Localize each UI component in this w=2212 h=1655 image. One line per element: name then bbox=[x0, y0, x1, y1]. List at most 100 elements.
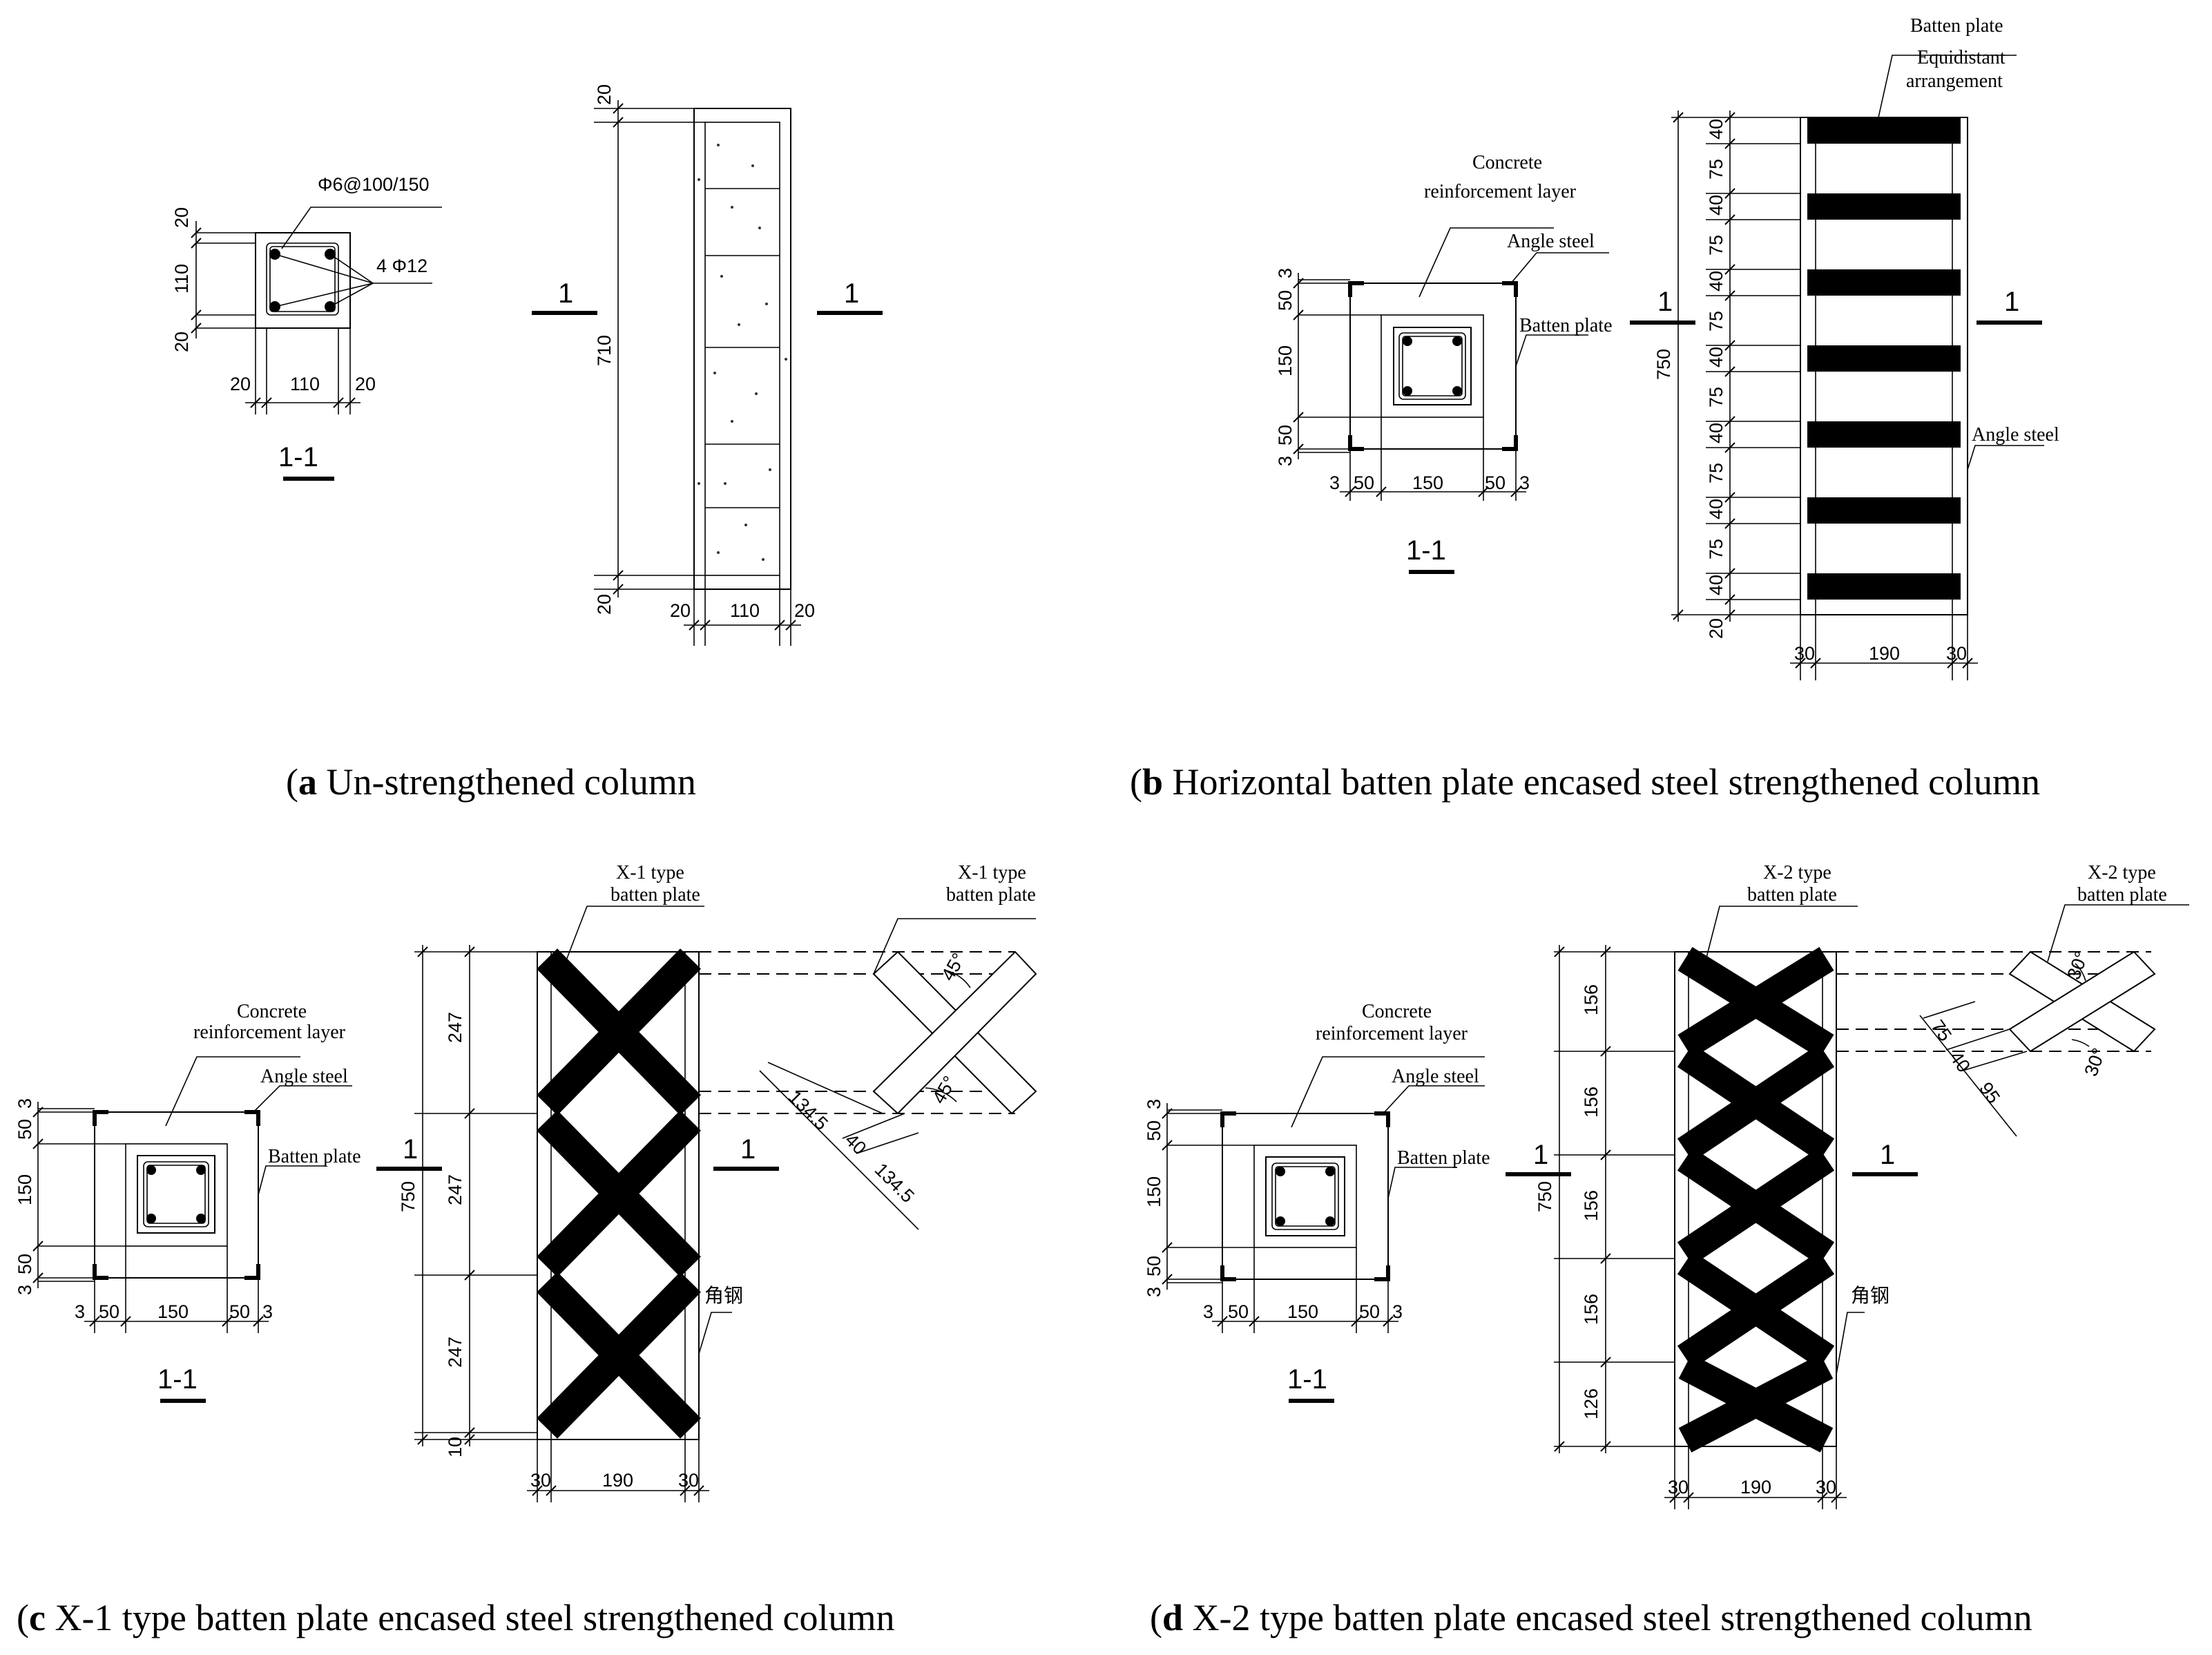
concrete-hatch bbox=[698, 144, 787, 561]
dim-w-right: 20 bbox=[794, 600, 815, 621]
cut-mark-left: 1 bbox=[403, 1134, 418, 1165]
label-angle-steel: Angle steel bbox=[1507, 231, 1595, 252]
dim-right: 20 bbox=[355, 374, 376, 394]
dim-seg: 75 bbox=[1706, 539, 1727, 559]
x-batten-plates bbox=[1677, 946, 1835, 1453]
dim-w: 30 bbox=[1946, 643, 1967, 664]
dim-h: 3 bbox=[1329, 472, 1340, 493]
batten-plate bbox=[1807, 345, 1961, 372]
dim-height: 750 bbox=[1653, 349, 1674, 380]
section-a: Φ6@100/150 4 Φ12 20 110 20 bbox=[171, 174, 442, 481]
label-x2-type-detail: X-2 type bbox=[2088, 862, 2156, 883]
cut-mark-left: 1 bbox=[1533, 1140, 1548, 1170]
angle-label-bottom: 30° bbox=[2080, 1045, 2109, 1079]
dim-seg: 126 bbox=[1581, 1388, 1602, 1419]
label-angle-steel-cn: 角钢 bbox=[1851, 1285, 1889, 1307]
dim-seg: 156 bbox=[1581, 1087, 1602, 1118]
batten-plate bbox=[1807, 497, 1961, 524]
section-d: Concrete reinforcement layer Angle steel… bbox=[1144, 1001, 1490, 1403]
dim-h: 50 bbox=[1228, 1301, 1249, 1322]
label-x1-type: X-1 type bbox=[616, 862, 684, 883]
dim-bottom-cover: 20 bbox=[594, 594, 615, 615]
angle-label-top: 45° bbox=[937, 950, 969, 984]
x-batten-plates bbox=[537, 948, 701, 1439]
label-batten-plate-detail: batten plate bbox=[2077, 884, 2167, 906]
dim-height: 750 bbox=[398, 1181, 419, 1212]
dim-seg: 75 bbox=[1706, 235, 1727, 256]
cut-mark-left: 1 bbox=[1657, 287, 1673, 317]
label-concrete: Concrete bbox=[1472, 152, 1542, 173]
angle-steel-corners bbox=[1348, 281, 1518, 451]
dim-h: 150 bbox=[1412, 472, 1443, 493]
dim-w: 30 bbox=[1816, 1477, 1836, 1498]
stirrup bbox=[266, 242, 339, 316]
section-mark: 1-1 bbox=[1287, 1364, 1327, 1395]
dim-w-center: 110 bbox=[730, 600, 760, 621]
dim-w: 190 bbox=[1869, 643, 1900, 664]
panel-d: Concrete reinforcement layer Angle steel… bbox=[1144, 862, 2189, 1638]
label-concrete-2: reinforcement layer bbox=[1316, 1023, 1468, 1044]
rebar-label: 4 Φ12 bbox=[376, 256, 427, 276]
dim-v: 50 bbox=[15, 1254, 35, 1274]
detail-dim: 40 bbox=[1945, 1047, 1974, 1076]
dim-w-left: 20 bbox=[670, 600, 691, 621]
dim-v: 150 bbox=[15, 1174, 35, 1205]
label-angle-steel: Angle steel bbox=[1392, 1066, 1479, 1087]
label-angle-steel-b: Angle steel bbox=[1972, 424, 2059, 446]
label-equidistant: Equidistant bbox=[1917, 47, 2006, 68]
section-b: Concrete reinforcement layer Angle steel… bbox=[1275, 152, 1613, 574]
dim-w: 190 bbox=[602, 1470, 633, 1491]
detail-dim: 134.5 bbox=[871, 1159, 919, 1207]
label-concrete: Concrete bbox=[1362, 1001, 1432, 1022]
label-batten-plate: Batten plate bbox=[268, 1146, 361, 1167]
dim-center: 110 bbox=[290, 374, 320, 394]
x1-detail: 45° 45° 134.5 40 134.5 X-1 type batten p… bbox=[699, 862, 1037, 1230]
dim-height: 750 bbox=[1535, 1181, 1555, 1212]
dim-seg: 40 bbox=[1706, 423, 1727, 443]
dim-h: 150 bbox=[1287, 1301, 1318, 1322]
label-concrete-2: reinforcement layer bbox=[193, 1022, 346, 1043]
column-outline bbox=[693, 108, 791, 590]
dim-v: 50 bbox=[1144, 1120, 1164, 1141]
dim-seg: 40 bbox=[1706, 575, 1727, 595]
dim-h: 150 bbox=[157, 1301, 189, 1322]
dim-h: 3 bbox=[1519, 472, 1530, 493]
label-batten-plate-x2: batten plate bbox=[1747, 884, 1837, 906]
dim-seg: 75 bbox=[1706, 311, 1727, 332]
panel-b: Concrete reinforcement layer Angle steel… bbox=[1130, 15, 2059, 803]
dim-h: 50 bbox=[1485, 472, 1506, 493]
dim-v: 50 bbox=[1275, 425, 1296, 446]
dim-seg: 75 bbox=[1706, 159, 1727, 180]
caption-a: (a Un-strengthened column bbox=[286, 761, 696, 803]
dim-h: 50 bbox=[229, 1301, 250, 1322]
dim-w: 30 bbox=[1794, 643, 1815, 664]
x2-detail: 30° 30° 75 40 95 X-2 type batten plate bbox=[1836, 862, 2189, 1137]
dim-seg: 40 bbox=[1706, 347, 1727, 367]
dim-v: 3 bbox=[15, 1285, 35, 1295]
dim-h: 3 bbox=[1203, 1301, 1213, 1322]
dim-v: 150 bbox=[1275, 345, 1296, 376]
dim-seg: 10 bbox=[445, 1437, 465, 1457]
dim-v: 50 bbox=[1144, 1256, 1164, 1276]
label-batten-plate-top: Batten plate bbox=[1910, 15, 2003, 37]
detail-dim: 95 bbox=[1975, 1078, 2004, 1107]
cut-mark-right: 1 bbox=[2004, 287, 2019, 317]
label-angle-steel-cn: 角钢 bbox=[704, 1285, 743, 1307]
elevation-d: X-2 type batten plate 角钢 750 156 156 156… bbox=[1506, 862, 2189, 1509]
batten-plate bbox=[1807, 117, 1961, 144]
dim-seg: 40 bbox=[1706, 119, 1727, 140]
stirrup-label: Φ6@100/150 bbox=[318, 174, 430, 195]
dim-seg: 156 bbox=[1581, 984, 1602, 1015]
dim-v: 3 bbox=[1144, 1099, 1164, 1109]
dim-seg: 156 bbox=[1581, 1294, 1602, 1325]
dim-top: 20 bbox=[171, 207, 192, 228]
dim-left: 20 bbox=[230, 374, 251, 394]
detail-dim: 40 bbox=[841, 1129, 870, 1158]
caption-d: (d X-2 type batten plate encased steel s… bbox=[1150, 1597, 2032, 1638]
section-mark: 1-1 bbox=[278, 442, 318, 472]
dim-h: 50 bbox=[1359, 1301, 1380, 1322]
dim-h: 3 bbox=[262, 1301, 273, 1322]
dim-seg: 247 bbox=[445, 1337, 465, 1368]
dim-w: 30 bbox=[1668, 1477, 1689, 1498]
dim-seg: 75 bbox=[1706, 463, 1727, 484]
